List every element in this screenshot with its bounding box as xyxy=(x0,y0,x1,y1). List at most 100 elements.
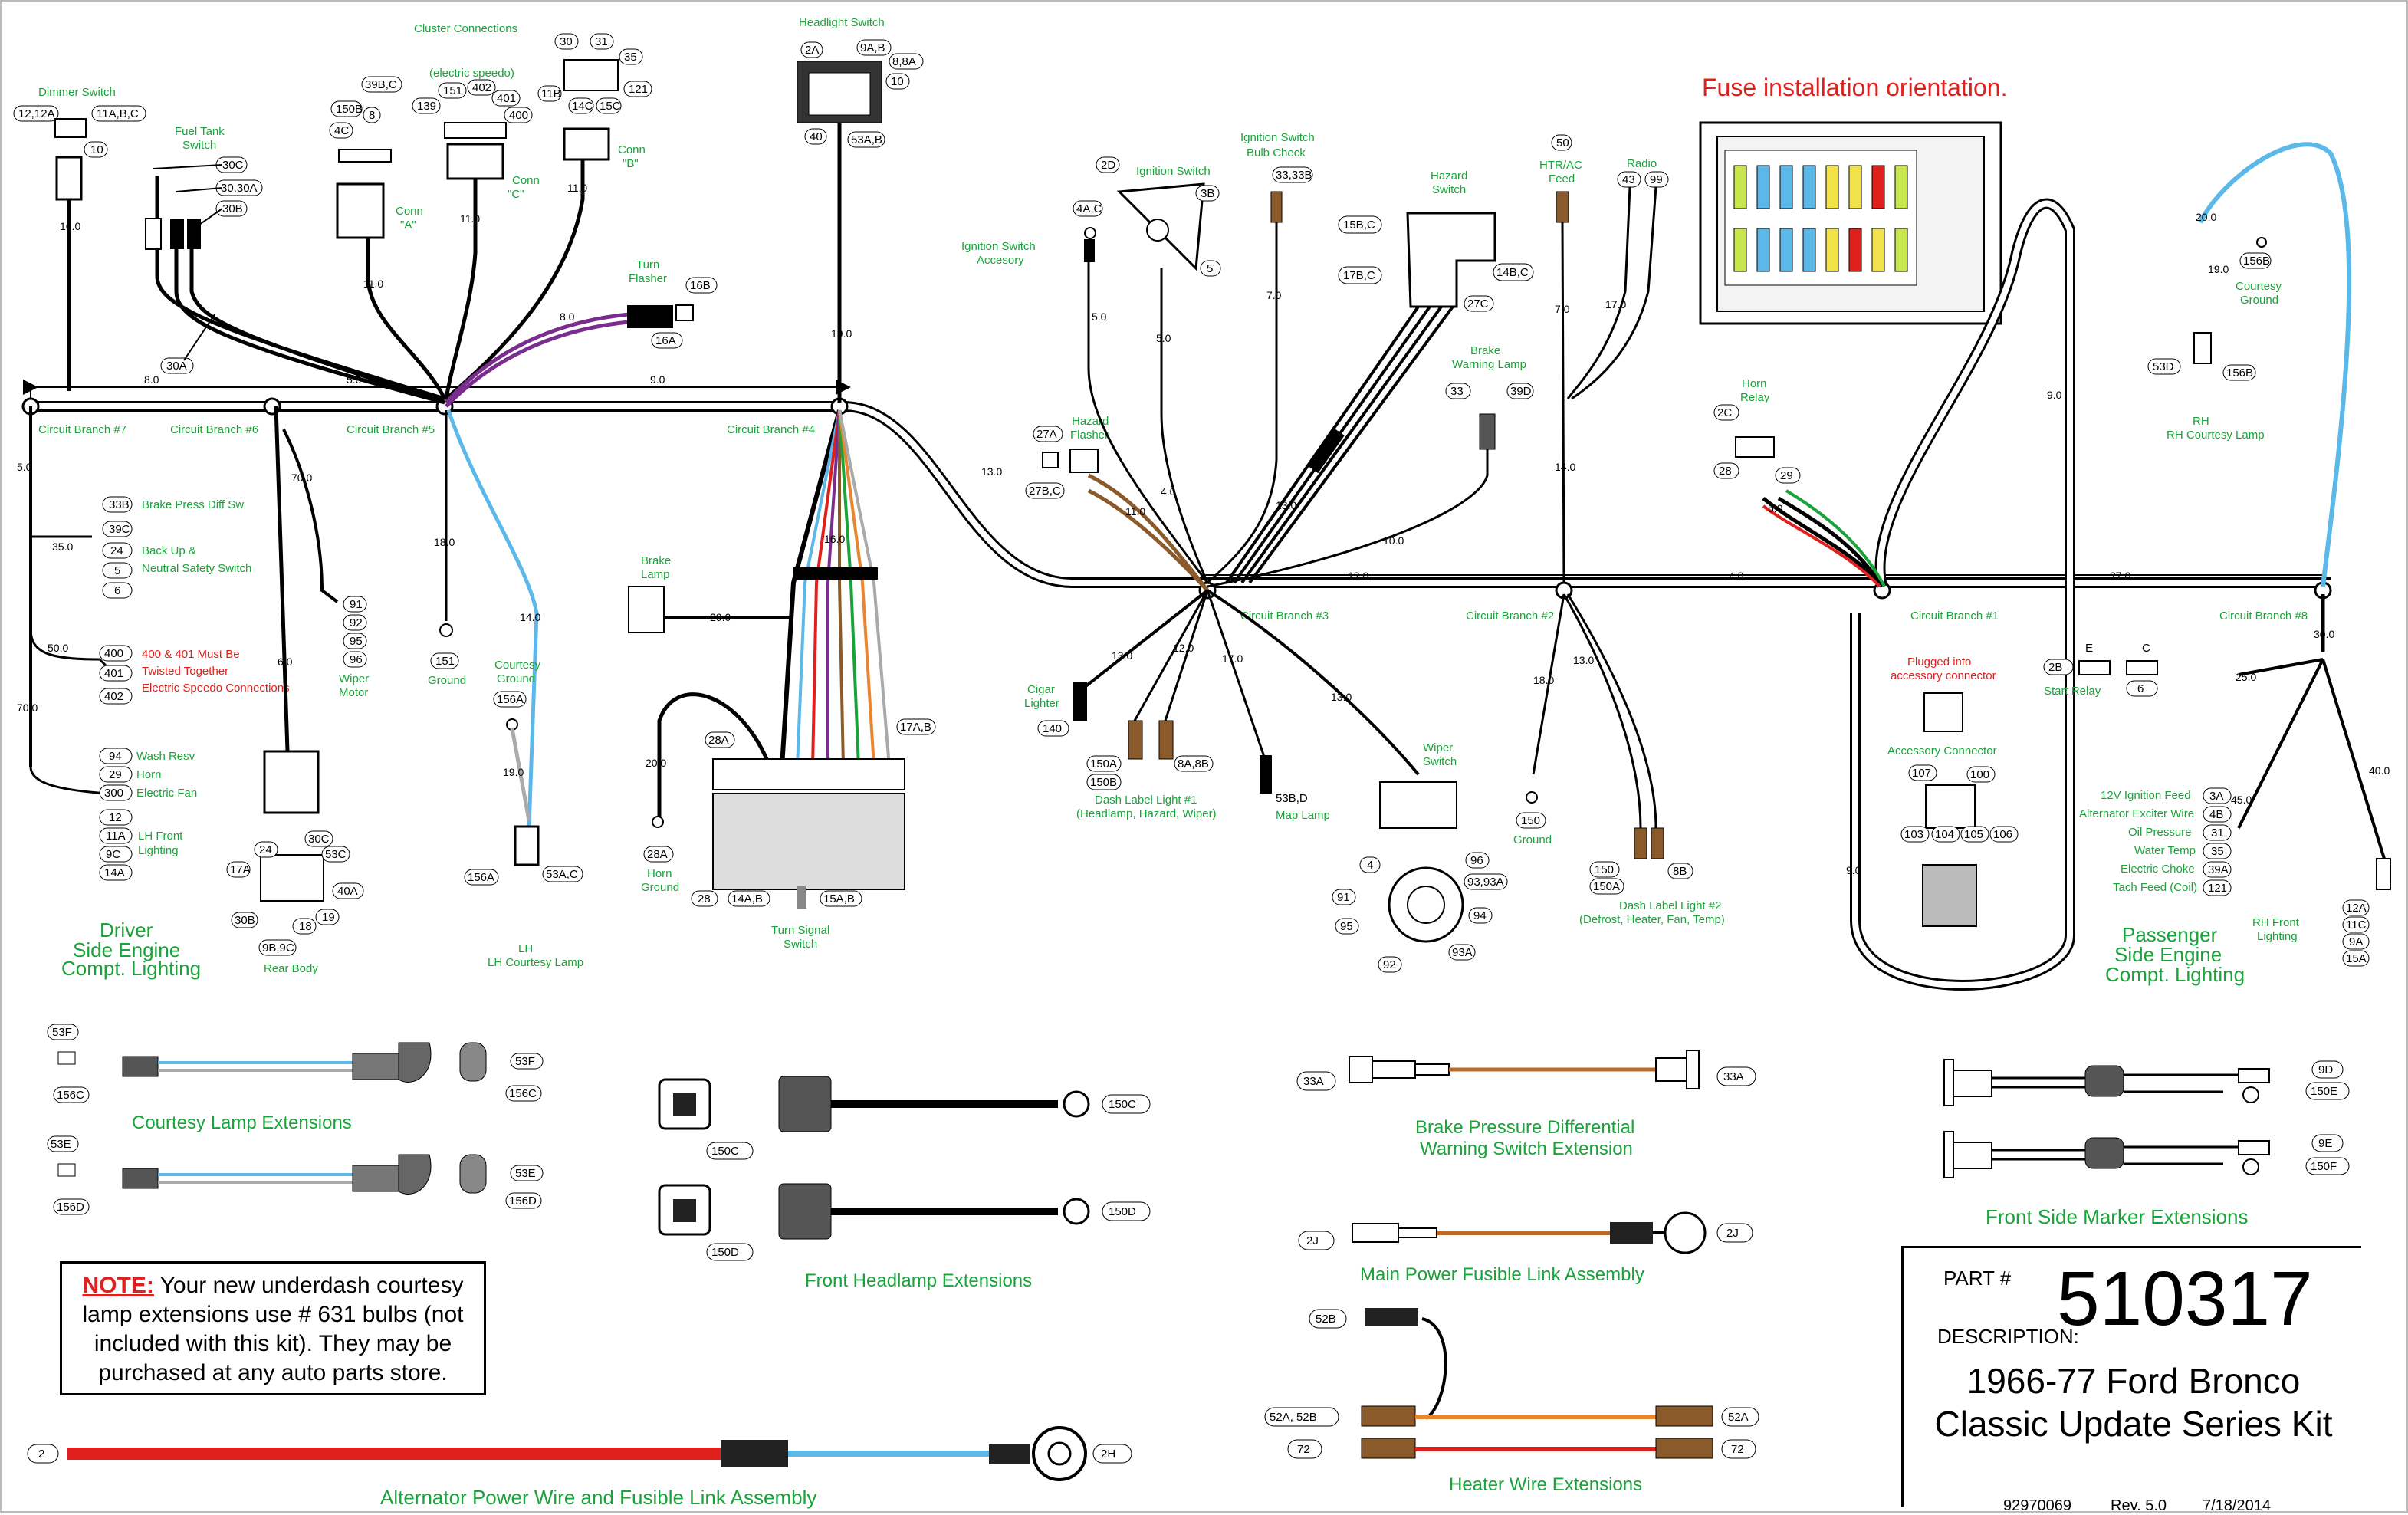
svg-text:13.0: 13.0 xyxy=(1573,654,1594,666)
svg-text:103: 103 xyxy=(1904,828,1923,841)
svg-text:18.0: 18.0 xyxy=(434,536,455,548)
svg-text:4B: 4B xyxy=(2209,808,2223,821)
fuse xyxy=(1779,228,1793,272)
svg-text:27B,C: 27B,C xyxy=(1029,485,1061,498)
svg-text:150E: 150E xyxy=(2311,1085,2337,1098)
revision: Rev. 5.0 xyxy=(2111,1497,2167,1514)
svg-text:30.0: 30.0 xyxy=(2314,628,2334,640)
svg-text:Lighter: Lighter xyxy=(1024,697,1059,710)
svg-text:HTR/AC: HTR/AC xyxy=(1539,159,1582,172)
svg-text:10: 10 xyxy=(90,143,103,156)
svg-text:Horn: Horn xyxy=(136,768,162,781)
svg-text:33: 33 xyxy=(1450,385,1464,398)
svg-text:401: 401 xyxy=(497,92,516,105)
svg-text:30B: 30B xyxy=(222,202,243,215)
svg-text:Flasher: Flasher xyxy=(629,272,667,285)
svg-text:53A,C: 53A,C xyxy=(546,868,578,881)
list-item: 24 Back Up & xyxy=(102,542,196,559)
svg-text:Dash Label Light #2: Dash Label Light #2 xyxy=(1619,899,1721,912)
svg-text:70.0: 70.0 xyxy=(17,702,38,714)
svg-text:Brake Press Diff Sw: Brake Press Diff Sw xyxy=(142,498,244,511)
svg-text:300: 300 xyxy=(104,787,123,800)
svg-text:8B: 8B xyxy=(1673,865,1687,878)
svg-text:95: 95 xyxy=(1340,920,1353,933)
len-1-8: 27.0 xyxy=(2110,570,2130,582)
svg-text:17A: 17A xyxy=(230,863,251,876)
svg-text:RH Front: RH Front xyxy=(2252,916,2300,929)
headlight-switch: Headlight Switch 2A 9A,B 8,8A 10 40 53A,… xyxy=(797,16,924,403)
svg-text:30C: 30C xyxy=(308,833,330,846)
svg-text:156B: 156B xyxy=(2226,366,2253,380)
svg-text:Switch: Switch xyxy=(1432,183,1466,196)
svg-text:Courtesy: Courtesy xyxy=(2236,280,2282,293)
svg-text:Brake: Brake xyxy=(641,554,671,567)
svg-text:Motor: Motor xyxy=(339,686,368,699)
svg-text:91: 91 xyxy=(1337,891,1350,904)
len-7-6: 8.0 xyxy=(144,373,159,386)
svg-text:94: 94 xyxy=(1473,909,1487,922)
title-block: PART # 510317 DESCRIPTION: 1966-77 Ford … xyxy=(1901,1246,2361,1514)
svg-text:156A: 156A xyxy=(468,871,494,884)
note-body: Your new underdash courtesy lamp extensi… xyxy=(82,1273,464,1385)
svg-text:50: 50 xyxy=(1556,136,1569,150)
svg-text:53D: 53D xyxy=(2153,360,2174,373)
svg-text:150C: 150C xyxy=(711,1145,739,1158)
svg-text:Water Temp: Water Temp xyxy=(2134,844,2196,857)
svg-text:156C: 156C xyxy=(57,1089,84,1102)
svg-text:91: 91 xyxy=(350,598,363,611)
svg-text:40: 40 xyxy=(810,130,823,143)
svg-text:43: 43 xyxy=(1622,173,1635,186)
svg-text:52A, 52B: 52A, 52B xyxy=(1270,1411,1317,1424)
svg-text:Courtesy Lamp Extensions: Courtesy Lamp Extensions xyxy=(132,1112,352,1133)
svg-text:Twisted Together: Twisted Together xyxy=(142,665,228,678)
svg-text:Ground: Ground xyxy=(497,672,535,685)
svg-text:Back Up &: Back Up & xyxy=(142,544,196,557)
len-4-3: 13.0 xyxy=(981,465,1002,478)
svg-text:accessory connector: accessory connector xyxy=(1891,669,1996,682)
svg-text:6: 6 xyxy=(2137,682,2144,695)
svg-text:29: 29 xyxy=(109,768,122,781)
svg-text:45.0: 45.0 xyxy=(2231,794,2252,806)
svg-text:16A: 16A xyxy=(655,334,676,347)
svg-text:Ground: Ground xyxy=(1513,833,1552,846)
svg-text:400 & 401 Must Be: 400 & 401 Must Be xyxy=(142,648,240,661)
svg-text:150C: 150C xyxy=(1109,1098,1136,1111)
headlamp-extensions: 150C 150C 150D 150D Front Headlamp Exten… xyxy=(658,1076,1151,1291)
svg-text:Lighting: Lighting xyxy=(2257,930,2298,943)
main-trunk xyxy=(23,380,2331,588)
svg-text:28: 28 xyxy=(1719,465,1732,478)
svg-text:93A: 93A xyxy=(1452,946,1473,959)
svg-text:35: 35 xyxy=(624,51,637,64)
svg-text:30A: 30A xyxy=(166,360,187,373)
fuse xyxy=(1733,228,1747,272)
list-item: 29 Horn xyxy=(99,766,162,783)
fuse xyxy=(1871,165,1885,209)
svg-text:16B: 16B xyxy=(690,279,711,292)
svg-text:2C: 2C xyxy=(1717,406,1732,419)
svg-text:14.0: 14.0 xyxy=(1555,461,1575,473)
svg-text:Accesory: Accesory xyxy=(977,254,1024,267)
svg-text:53A,B: 53A,B xyxy=(851,133,882,146)
svg-text:E: E xyxy=(2085,642,2093,655)
svg-text:Conn: Conn xyxy=(618,143,646,156)
svg-text:94: 94 xyxy=(109,750,122,763)
svg-text:2B: 2B xyxy=(2048,661,2062,674)
svg-text:150: 150 xyxy=(1521,814,1540,827)
svg-text:9.0: 9.0 xyxy=(1846,864,1861,876)
fuse xyxy=(1848,228,1862,272)
svg-text:14B,C: 14B,C xyxy=(1496,266,1529,279)
svg-text:18.0: 18.0 xyxy=(1533,674,1554,686)
svg-text:Switch: Switch xyxy=(1423,755,1457,768)
svg-text:24: 24 xyxy=(110,544,123,557)
svg-text:9D: 9D xyxy=(2318,1063,2333,1076)
svg-text:Dash Label Light #1: Dash Label Light #1 xyxy=(1095,794,1197,807)
len-3-2: 12.0 xyxy=(1348,570,1368,582)
svg-text:20.0: 20.0 xyxy=(2196,211,2216,223)
part-label: PART # xyxy=(1943,1267,2012,1290)
fuse-box xyxy=(1699,121,2002,325)
